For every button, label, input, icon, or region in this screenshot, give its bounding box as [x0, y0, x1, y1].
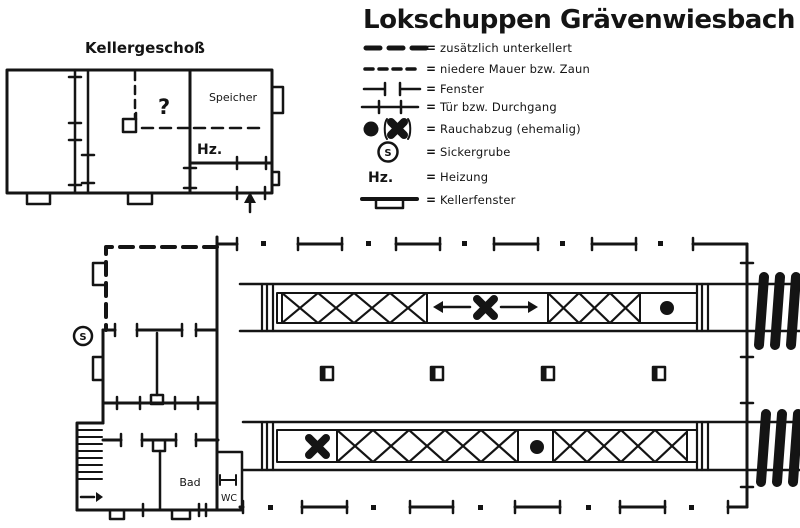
legend-label: Fenster — [440, 82, 484, 96]
entrance-arrow-icon — [244, 192, 256, 214]
legend-equals: = — [426, 82, 436, 96]
legend-label: zusätzlich unterkellert — [440, 41, 572, 55]
basement-title: Kellergeschoß — [85, 39, 205, 57]
seepage-pit-symbol-icon: S — [377, 141, 399, 163]
bath-wall-post — [151, 438, 167, 453]
door-symbol-icon — [360, 99, 420, 115]
legend-label: Rauchabzug (ehemalig) — [440, 122, 581, 136]
upper-pit-end-walls — [260, 282, 710, 333]
legend-equals: = — [426, 62, 436, 76]
annex-bath-wall-ticks — [119, 432, 198, 448]
annex-underkellert-dashed-wall — [104, 245, 219, 332]
former-smoke-vent-icon — [473, 295, 498, 320]
basement-window-bumps-bottom — [25, 191, 154, 206]
window-symbol-icon — [362, 81, 422, 97]
basement-plan: Kellergeschoß ? Speicher Hz. — [5, 39, 285, 214]
upper-track-rails — [238, 282, 800, 333]
basement-door-ticks-left — [67, 75, 96, 187]
lower-pit-end-walls — [260, 420, 710, 472]
left-arrow-icon — [433, 301, 472, 313]
basement-window-bumps-right — [270, 85, 285, 187]
upper-pit-hatch-west — [281, 292, 428, 324]
smoke-vent-dot-icon — [530, 440, 544, 454]
basement-window-symbol-icon — [360, 197, 419, 210]
storage-room-label: Speicher — [209, 91, 258, 104]
smoke-vent-dot-icon — [660, 301, 674, 315]
legend-equals: = — [426, 41, 436, 55]
upper-track — [238, 272, 800, 350]
column-icon — [542, 367, 547, 380]
seepage-pit-icon: S — [72, 325, 94, 347]
legend-label: niedere Mauer bzw. Zaun — [440, 62, 590, 76]
lower-pit-hatch-east — [552, 429, 688, 463]
right-arrow-icon — [499, 301, 538, 313]
basement-heating-room-ticks — [235, 155, 268, 201]
unknown-room-label: ? — [158, 95, 170, 119]
heating-symbol-icon: Hz. — [368, 170, 393, 186]
shed-north-wall-piers — [261, 241, 663, 246]
wc-room-label: WC — [221, 493, 237, 504]
main-floor-plan: S Bad WC — [72, 235, 800, 521]
seepage-pit-letter: S — [384, 148, 391, 159]
legend-equals: = — [426, 145, 436, 159]
shed-north-window-ticks — [235, 236, 695, 252]
column-icon — [653, 367, 658, 380]
wc-walls — [216, 450, 244, 512]
annex-south-wall-ticks — [141, 502, 208, 518]
legend-label: Kellerfenster — [440, 193, 516, 207]
legend-equals: = — [426, 100, 436, 114]
column-icon — [321, 367, 326, 380]
legend-equals: = — [426, 193, 436, 207]
wc-door-symbol — [219, 474, 237, 486]
stairs-icon — [75, 421, 105, 512]
lower-gate-bars-icon — [756, 409, 800, 487]
legend-label: Sickergrube — [440, 145, 511, 159]
legend: = zusätzlich unterkellert = niedere Maue… — [360, 41, 590, 210]
annex-basement-window-bumps — [91, 261, 108, 382]
column-icon — [431, 367, 436, 380]
basement-heating-label: Hz. — [197, 142, 222, 158]
lower-pit-hatch-west — [336, 429, 519, 463]
bath-room-label: Bad — [179, 476, 200, 489]
basement-chimney-icon — [121, 111, 138, 134]
annex-south-door-bumps — [108, 508, 192, 521]
shed-east-wall-ticks — [739, 261, 755, 489]
seepage-pit-letter: S — [79, 332, 86, 343]
page-title: Lokschuppen Grävenwiesbach — [363, 5, 795, 35]
basement-door-ticks-right — [182, 166, 198, 190]
legend-label: Heizung — [440, 170, 488, 184]
smoke-vent-symbol-icon — [363, 118, 412, 140]
basement-outer-wall — [5, 68, 274, 195]
upper-pit-hatch-east — [547, 292, 641, 324]
upper-gate-bars-icon — [754, 272, 800, 350]
annex-lower-wall-ticks — [115, 395, 200, 411]
lower-track — [241, 409, 800, 487]
annex-mid-wall-ticks — [113, 322, 198, 338]
roof-support-columns — [319, 365, 667, 382]
legend-equals: = — [426, 170, 436, 184]
basement-double-wall — [73, 68, 90, 195]
shed-south-wall-piers — [268, 505, 694, 510]
legend-label: Tür bzw. Durchgang — [439, 100, 557, 114]
legend-equals: = — [426, 122, 436, 136]
shed-south-window-ticks — [241, 499, 730, 515]
former-smoke-vent-icon — [305, 434, 330, 459]
